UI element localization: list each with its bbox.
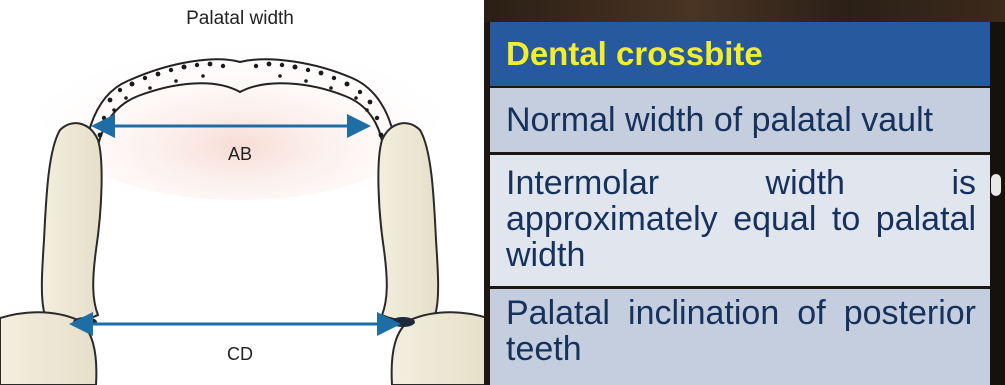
palate-illustration: Palatal width AB CD bbox=[0, 0, 488, 385]
palatal-width-diagram: Palatal width AB CD bbox=[0, 0, 488, 385]
label-cd: CD bbox=[227, 344, 253, 364]
diagram-title: Palatal width bbox=[186, 8, 294, 29]
left-molar-tooth bbox=[42, 123, 102, 320]
table-row: Intermolar width is approximately equal … bbox=[490, 155, 990, 286]
slide-right-edge bbox=[990, 22, 1005, 385]
table-row-text: Intermolar width is approximately equal … bbox=[506, 165, 976, 273]
table-header: Dental crossbite bbox=[490, 22, 990, 86]
crossbite-table: Dental crossbite Normal width of palatal… bbox=[490, 22, 990, 385]
slide-top-strip bbox=[484, 0, 1005, 22]
right-molar-tooth bbox=[378, 123, 438, 320]
table-row: Palatal inclination of posterior teeth bbox=[490, 289, 990, 385]
table-row: Normal width of palatal vault bbox=[490, 88, 990, 152]
table-row-text: Palatal inclination of posterior teeth bbox=[506, 295, 976, 367]
table-row-text: Normal width of palatal vault bbox=[506, 88, 976, 152]
slide-edge-marker bbox=[991, 174, 1001, 196]
table-header-label: Dental crossbite bbox=[506, 22, 976, 86]
slide-panel: Dental crossbite Normal width of palatal… bbox=[484, 0, 1005, 385]
label-ab: AB bbox=[228, 144, 252, 164]
